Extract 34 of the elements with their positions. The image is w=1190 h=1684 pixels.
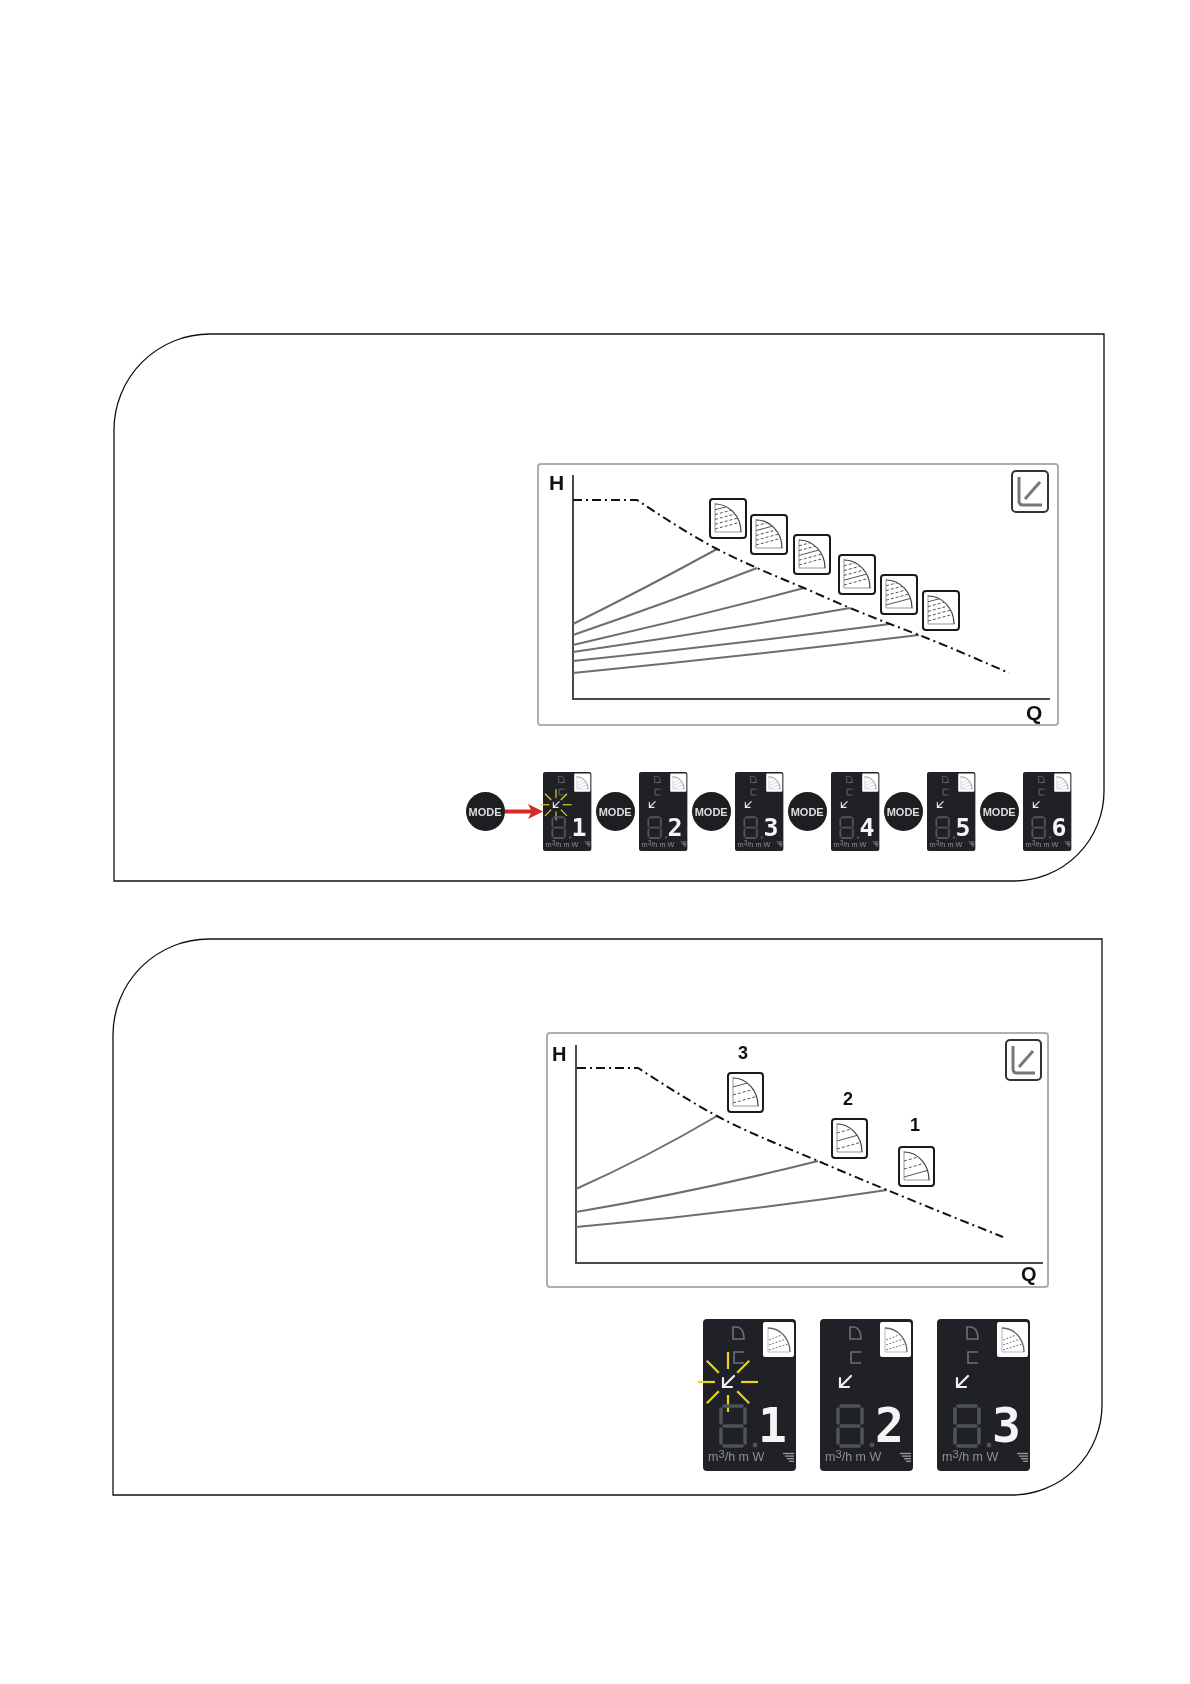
unit-label: m$^{3}$/h m W — [825, 1451, 882, 1464]
axis-label: H — [552, 1044, 567, 1064]
mode-button: MODE — [465, 792, 505, 831]
display-digit: 6 — [1051, 814, 1067, 840]
mode-button: MODE — [883, 792, 923, 831]
curve-number: 3 — [738, 1044, 748, 1062]
axis-label: H — [549, 472, 565, 493]
display-digit: 3 — [763, 814, 779, 840]
mode-button: MODE — [979, 792, 1019, 831]
lcd-display — [831, 772, 880, 852]
mode-button: MODE — [787, 792, 827, 831]
lcd-display — [820, 1319, 913, 1471]
display-digit: 4 — [859, 814, 875, 840]
mode-button: MODE — [691, 792, 731, 831]
curve-number: 1 — [910, 1116, 920, 1134]
display-digit: 2 — [667, 814, 683, 840]
display-digit: 2 — [875, 1401, 904, 1449]
mode-button: MODE — [595, 792, 635, 831]
axis-label: Q — [1026, 702, 1043, 723]
display-digit: 1 — [758, 1401, 787, 1449]
display-digit: 3 — [992, 1401, 1021, 1449]
axis-label: Q — [1021, 1264, 1037, 1284]
lcd-display — [1023, 772, 1072, 852]
curve-number: 2 — [843, 1090, 853, 1108]
unit-label: m$^{3}$/h m W — [708, 1451, 765, 1464]
lcd-display — [927, 772, 976, 852]
lcd-display — [639, 772, 688, 852]
lcd-display — [543, 772, 592, 852]
lcd-display — [937, 1319, 1030, 1471]
unit-label: m$^{3}$/h m W — [942, 1451, 999, 1464]
arrow — [504, 804, 543, 819]
display-digit: 5 — [955, 814, 971, 840]
display-digit: 1 — [571, 814, 587, 840]
lcd-display — [735, 772, 784, 852]
